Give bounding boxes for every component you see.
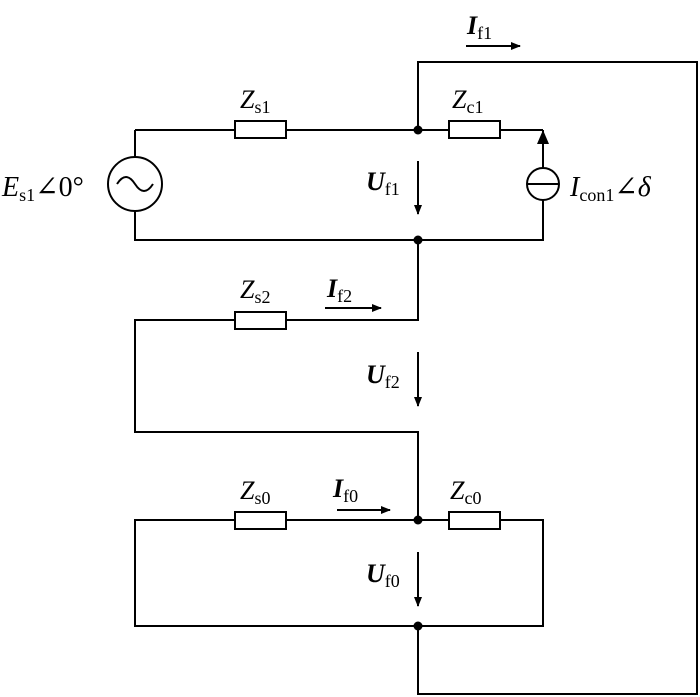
- label-if0: If0: [332, 474, 358, 506]
- impedance-zs0: [234, 511, 287, 530]
- label-uf0: Uf0: [366, 559, 400, 591]
- zero-loop-wire: [134, 519, 544, 627]
- impedance-zs2: [234, 311, 287, 330]
- junction-node: [413, 515, 423, 525]
- impedance-zc1: [448, 120, 501, 139]
- label-zs1: Zs1: [240, 85, 270, 117]
- ac-voltage-source-icon: [107, 156, 163, 212]
- impedance-zs1: [234, 120, 287, 139]
- label-zs2: Zs2: [240, 275, 270, 307]
- label-uf1: Uf1: [366, 167, 400, 199]
- label-if2: If2: [326, 274, 352, 306]
- current-source-icon: [526, 130, 560, 201]
- positive-loop-wire: [134, 129, 544, 241]
- label-zc0: Zc0: [450, 476, 481, 508]
- negative-sequence-network: [134, 240, 419, 520]
- label-icon1: Icon1∠δ: [569, 172, 652, 205]
- current-arrows: [325, 42, 521, 514]
- negative-loop-wire: [134, 240, 419, 520]
- label-zs0: Zs0: [240, 476, 270, 508]
- impedance-zc0: [448, 511, 501, 530]
- label-zc1: Zc1: [452, 85, 483, 117]
- label-uf2: Uf2: [366, 360, 400, 392]
- junction-node: [413, 125, 423, 135]
- zero-sequence-network: [134, 511, 544, 631]
- label-if1: If1: [466, 11, 492, 43]
- positive-sequence-network: [107, 61, 698, 695]
- junction-node: [413, 621, 423, 631]
- outer-return-wire: [417, 61, 698, 695]
- label-es1: Es1∠0°: [1, 172, 84, 205]
